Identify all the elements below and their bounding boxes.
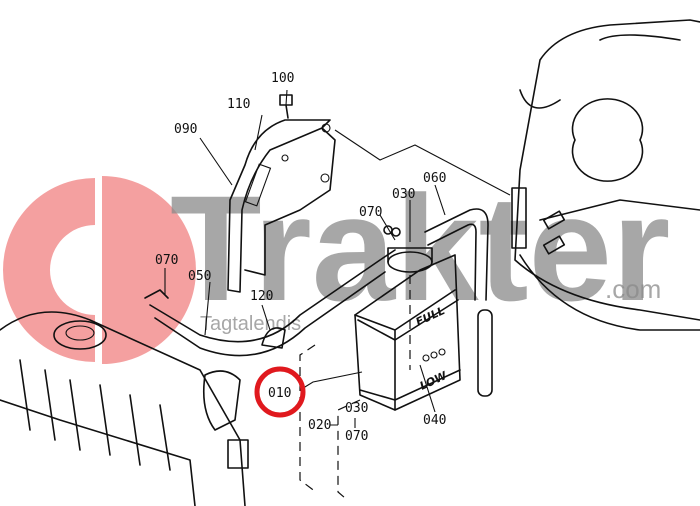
part-label-060: 060 xyxy=(423,171,446,186)
part-label-110: 110 xyxy=(227,97,250,112)
part-label-070-group: 070 xyxy=(345,429,368,444)
part-label-120: 120 xyxy=(250,289,273,304)
part-label-090: 090 xyxy=(174,122,197,137)
bracket-090 xyxy=(227,119,511,293)
leader-lines xyxy=(164,89,446,499)
watermark-sub: Tagtalendis xyxy=(200,313,301,335)
part-label-070-top: 070 xyxy=(359,205,382,220)
highlight-circle xyxy=(254,366,306,418)
engine-outline xyxy=(511,19,700,331)
part-label-030-group: 030 xyxy=(345,401,368,416)
tank-cap-030 xyxy=(383,225,433,273)
clip-120 xyxy=(261,327,286,349)
part-label-040: 040 xyxy=(423,413,446,428)
watermark-logo-icon xyxy=(3,176,196,364)
radiator-outline xyxy=(0,311,249,506)
hose-050 xyxy=(144,249,396,357)
part-label-050: 050 xyxy=(188,269,211,284)
part-label-100: 100 xyxy=(271,71,294,86)
part-label-010: 010 xyxy=(268,386,291,401)
part-label-020: 020 xyxy=(308,418,331,433)
hose-060 xyxy=(424,208,493,397)
watermark-domain: .com xyxy=(605,274,661,304)
part-label-070-left: 070 xyxy=(155,253,178,268)
part-label-030-top: 030 xyxy=(392,187,415,202)
